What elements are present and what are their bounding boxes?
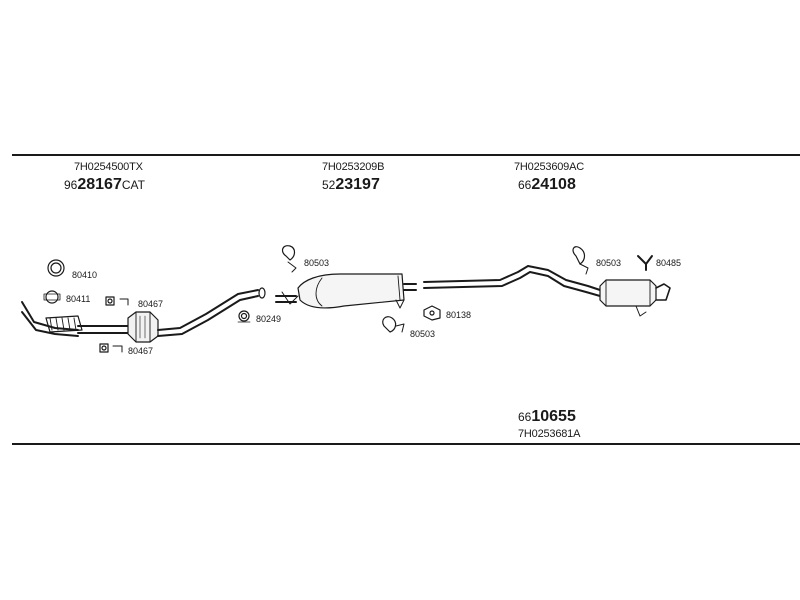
part-prefix: 96 <box>64 178 78 192</box>
hanger-icon <box>572 246 589 275</box>
part-suffix: CAT <box>121 178 145 192</box>
clamp-icon <box>105 296 129 306</box>
ref-label: 80485 <box>656 258 682 268</box>
y-bracket-icon <box>637 255 653 271</box>
ref-label: 80503 <box>304 258 330 268</box>
ref-label: 80467 <box>138 299 164 309</box>
part-code-front: 7H0254500TX <box>74 161 143 173</box>
catalytic-converter <box>127 311 159 343</box>
part-code-middle: 7H0253209B <box>322 161 385 173</box>
ref-label: 80249 <box>256 314 282 324</box>
part-prefix: 66 <box>518 178 532 192</box>
ref-label: 80503 <box>410 329 436 339</box>
part-main: 23197 <box>335 176 380 193</box>
ring-icon <box>237 310 251 323</box>
gasket-icon <box>43 290 61 304</box>
part-main: 10655 <box>531 408 576 425</box>
ref-label: 80138 <box>446 310 472 320</box>
center-silencer <box>275 273 417 309</box>
bracket-icon <box>423 305 441 321</box>
hanger-icon <box>281 245 297 273</box>
ref-label: 80411 <box>66 294 91 304</box>
part-prefix: 52 <box>322 178 336 192</box>
intermediate-pipe <box>157 287 266 337</box>
bottom-rule <box>12 443 800 445</box>
part-number-kit: 6610655 <box>518 408 576 426</box>
part-number-rear: 6624108 <box>518 176 576 194</box>
part-prefix: 66 <box>518 410 532 424</box>
part-number-middle: 5223197 <box>322 176 380 194</box>
rear-pipe <box>423 265 601 297</box>
part-code-rear: 7H0253609AC <box>514 161 584 173</box>
part-number-front: 9628167CAT <box>64 176 145 194</box>
ref-label: 80467 <box>128 346 154 356</box>
part-code-kit: 7H0253681A <box>518 428 581 440</box>
part-main: 28167 <box>77 176 122 193</box>
top-rule <box>12 154 800 156</box>
ref-label: 80503 <box>596 258 622 268</box>
ring-icon <box>47 259 65 277</box>
ref-label: 80410 <box>72 270 98 280</box>
part-main: 24108 <box>531 176 576 193</box>
rear-silencer <box>599 279 671 317</box>
ring-icon-inner <box>50 262 62 274</box>
front-pipe <box>21 301 131 337</box>
hanger-icon <box>382 316 405 333</box>
clamp-icon <box>99 343 123 353</box>
